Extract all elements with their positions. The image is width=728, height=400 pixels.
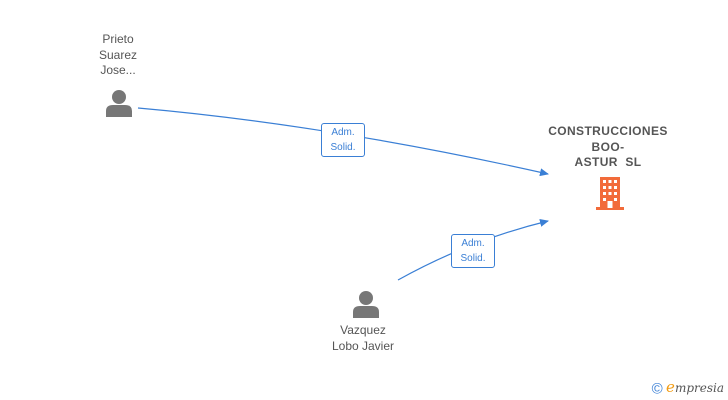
brand-watermark: © empresia [652,378,724,397]
company-name-line: ASTUR SL [574,155,642,169]
copyright-icon: © [651,380,663,397]
person-name-prieto[interactable]: Prieto Suarez Jose... [78,32,158,79]
brand-logo-initial: e [666,377,675,396]
relation-label-line: Adm. [461,238,485,249]
relation-label-line: Solid. [460,253,486,264]
building-icon[interactable] [595,175,625,211]
person-icon[interactable] [352,289,380,319]
person-name-line: Jose... [100,63,136,77]
person-name-line: Vazquez [340,323,386,337]
person-name-vazquez[interactable]: Vazquez Lobo Javier [318,323,408,354]
person-name-line: Lobo Javier [331,338,395,353]
brand-logo-text: mpresia [674,380,724,395]
relation-label-line: Adm. [331,127,355,138]
person-name-line: Prieto [102,32,134,46]
relation-label-line: Solid. [330,142,356,153]
person-icon[interactable] [105,88,133,118]
company-name-line: BOO- [591,139,625,154]
relation-label-prieto[interactable]: Adm. Solid. [321,123,365,157]
relation-label-vazquez[interactable]: Adm. Solid. [451,234,495,268]
company-name[interactable]: CONSTRUCCIONES BOO- ASTUR SL [538,124,678,171]
person-name-line: Suarez [98,47,138,62]
company-name-line: CONSTRUCCIONES [548,124,668,138]
